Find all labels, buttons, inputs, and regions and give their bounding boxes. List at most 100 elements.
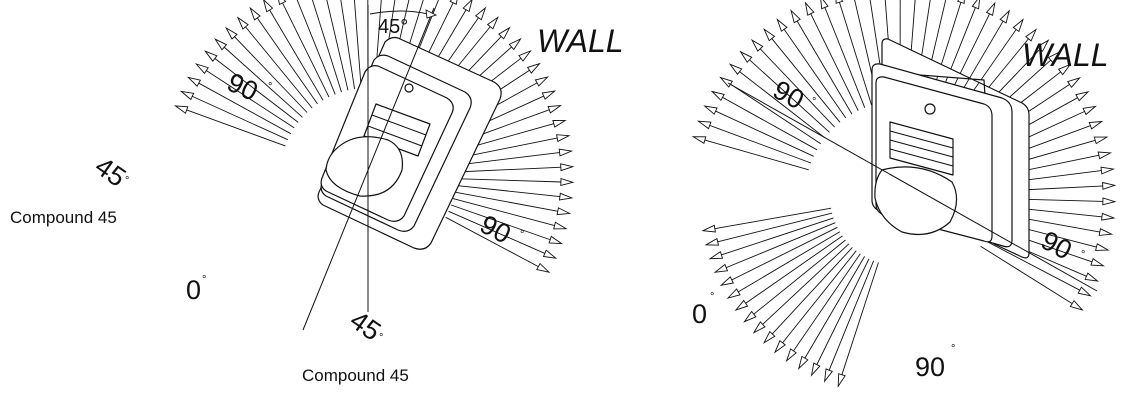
left-angle-right-degree: ° [520,229,524,241]
right-angle-bottom: 90 [915,352,945,382]
right-ray-arrowhead [804,1,815,16]
right-lower-ray-arrowhead [726,288,741,299]
right-ray-arrowhead [696,120,712,130]
left-ray-line [256,16,318,105]
right-wall-label: WALL [1022,37,1109,73]
right-ray-arrowhead [776,18,788,32]
right-ray-arrowhead [1088,120,1104,130]
left-ray-line [448,210,546,255]
right-ray-arrowhead [1075,90,1090,102]
left-angle-upper-left: 90 [223,67,263,107]
right-lower-ray-line [815,258,870,366]
right-lower-ray-line [771,247,853,336]
right-ray-line [721,96,818,151]
right-ray-line [770,37,841,123]
left-ray-arrowhead [449,0,458,5]
right-lower-ray-line [841,262,879,376]
right-ray-arrowhead [790,9,801,24]
right-ray-line [703,139,809,171]
left-caption-side: Compound 45 [10,208,117,227]
left-ray-arrowhead [462,0,473,13]
right-ray-arrowhead [1069,299,1084,311]
left-ray-line [455,151,561,166]
left-ray-arrowhead [541,90,557,100]
right-ray-arrowhead [691,136,707,144]
right-ray-arrowhead [1102,181,1117,190]
left-ray-arrowhead [214,38,228,51]
right-ray-arrowhead [1093,136,1109,145]
left-ray-line [213,57,299,123]
left-ray-line [223,46,303,118]
right-angle-bottom-left: 0 [692,299,707,329]
left-angle-left-degree: ° [125,175,129,187]
left-wall-sensor [302,5,502,331]
left-ray-arrowhead [556,134,571,143]
left-tilt-angle-label: 45° [378,16,408,38]
right-ray-line [738,70,826,139]
left-angle-bottom-degree: ° [379,332,383,344]
left-ray-line [455,166,562,173]
right-ray-arrowhead [1047,50,1061,64]
right-lower-ray-line [761,243,850,326]
left-ray-line [454,191,559,212]
right-ray-arrowhead [957,0,965,5]
right-ray-arrowhead [1012,18,1024,33]
right-ray-line [729,83,821,145]
left-ray-line [326,0,349,91]
right-lower-ray-line [752,239,846,316]
left-ray-arrowhead [560,163,575,172]
right-ray-line [759,47,835,128]
right-lower-ray-arrowhead [713,263,729,273]
right-lower-ray-arrowhead [708,250,724,260]
right-ray-line [809,12,859,111]
right-ray-arrowhead [1098,228,1114,236]
right-lower-ray-arrowhead [773,339,786,354]
right-lower-ray-line [737,231,841,293]
left-ray-arrowhead [186,76,202,87]
left-ray-line [340,0,356,90]
left-ray-arrowhead [560,177,575,186]
right-ray-arrowhead [1057,63,1072,76]
right-figure: WALL 90 ° 90 ° 0 ° 90 ° [691,0,1117,388]
left-ray-arrowhead [225,26,238,40]
right-ray-arrowhead [1095,243,1110,251]
left-ray-arrowhead [203,50,218,62]
left-ray-arrowhead [556,207,572,216]
left-ray-arrowhead [486,16,499,30]
right-ray-line [748,58,830,133]
left-angle-bottom-left: 0 [186,275,201,305]
left-ray-line [185,109,286,147]
right-detection-fan [691,0,1117,388]
right-ray-arrowhead [1036,39,1050,53]
left-ray-arrowhead [518,49,532,62]
right-lower-ray-line [713,207,832,230]
left-ray-line [445,216,540,268]
left-ray-arrowhead [534,76,550,87]
left-sensor-screw-hole [404,83,414,93]
right-ray-arrowhead [820,0,829,10]
right-ray-line [783,28,847,119]
right-angle-bottom-degree: ° [951,343,955,355]
left-ray-arrowhead [173,105,189,114]
left-ray-arrowhead [547,105,563,114]
right-wall-sensor [727,38,1098,292]
left-ray-arrowhead [508,37,522,51]
right-sensor-lens-window [889,121,954,176]
left-ray-arrowhead [249,6,261,21]
right-angle-right-degree: ° [1081,249,1085,261]
left-ray-arrowhead [553,221,568,230]
left-ray-line [191,95,288,141]
right-ray-arrowhead [985,1,996,16]
right-lower-ray-arrowhead [752,321,766,334]
right-ray-arrowhead [728,63,743,76]
right-lower-ray-arrowhead [743,310,757,323]
right-ray-arrowhead [710,90,725,102]
left-angle-bottom-left-degree: ° [202,274,206,286]
right-lower-ray-arrowhead [823,368,834,383]
left-ray-line [205,69,295,129]
left-tilted-reference-line [302,7,435,331]
left-ray-arrowhead [474,6,487,21]
right-ray-line [824,6,866,108]
left-ray-line [233,35,308,113]
right-ray-arrowhead [719,76,734,88]
